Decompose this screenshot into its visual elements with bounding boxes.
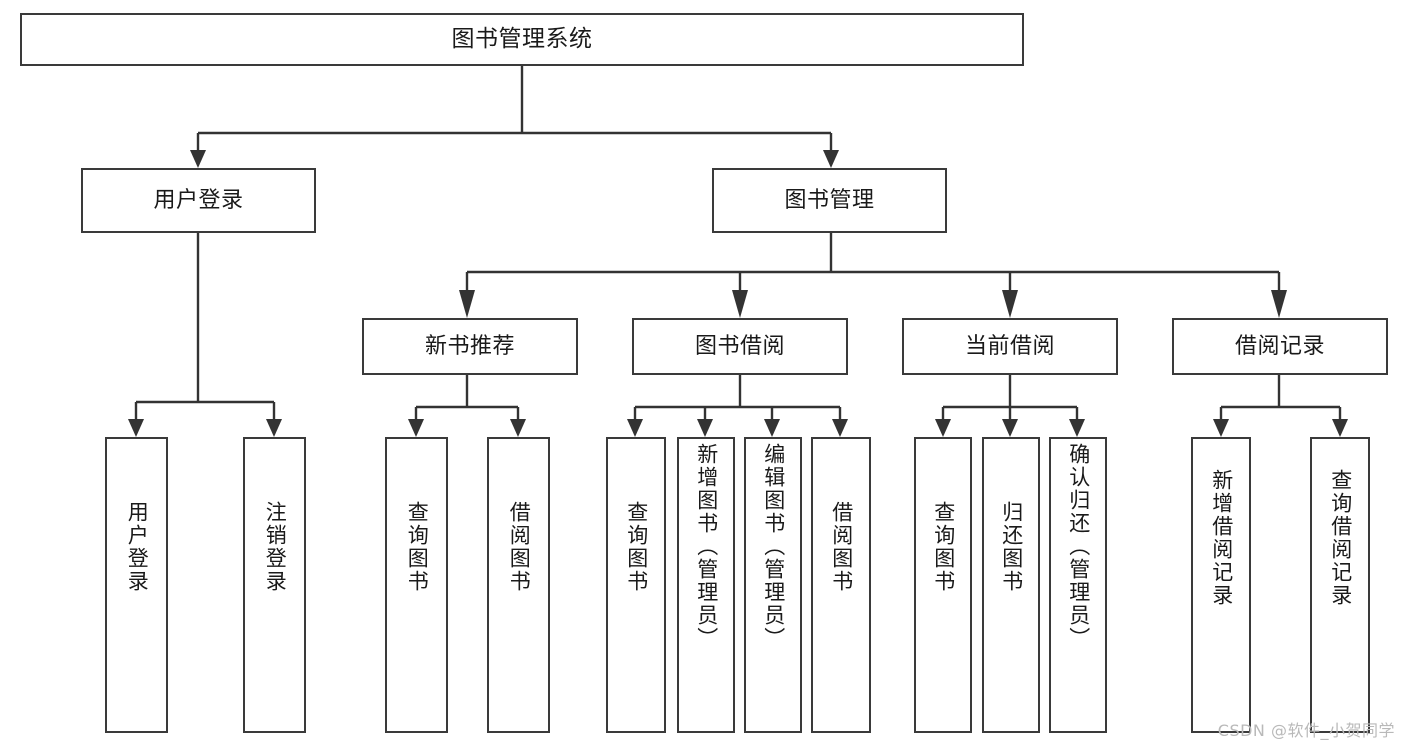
leaf-add-record[interactable]: 新增借阅记录 [1191, 437, 1251, 733]
node-label: 借阅记录 [1234, 333, 1325, 359]
arrow-leaf-edit-book [764, 419, 780, 437]
leaf-edit-book[interactable]: 编辑图书（管理员） [744, 437, 802, 733]
node-label: 查询图书 [405, 501, 430, 593]
leaf-query-book-1[interactable]: 查询图书 [385, 437, 448, 733]
node-label: 新书推荐 [424, 333, 515, 359]
arrow-leaf-logout [266, 419, 282, 437]
node-label: 用户登录 [153, 187, 244, 213]
arrow-leaf-return-book [1002, 419, 1018, 437]
leaf-logout[interactable]: 注销登录 [243, 437, 306, 733]
node-current-borrow[interactable]: 当前借阅 [902, 318, 1118, 375]
leaf-confirm-return[interactable]: 确认归还（管理员） [1049, 437, 1107, 733]
arrow-currentborrow [1002, 290, 1018, 318]
leaf-query-record[interactable]: 查询借阅记录 [1310, 437, 1370, 733]
watermark-text: CSDN @软件_小贺同学 [1217, 721, 1395, 740]
node-borrow-record[interactable]: 借阅记录 [1172, 318, 1388, 375]
node-label: 图书管理系统 [451, 25, 593, 52]
node-label: 当前借阅 [964, 333, 1055, 359]
node-label: 查询图书 [931, 501, 956, 593]
node-book-manage[interactable]: 图书管理 [712, 168, 947, 233]
node-label: 归还图书 [999, 501, 1024, 593]
node-label: 注销登录 [263, 501, 288, 593]
leaf-user-login[interactable]: 用户登录 [105, 437, 168, 733]
node-label: 用户登录 [125, 501, 150, 593]
leaf-query-book-3[interactable]: 查询图书 [914, 437, 972, 733]
node-label: 查询借阅记录 [1328, 469, 1353, 607]
node-root-system[interactable]: 图书管理系统 [20, 13, 1024, 66]
node-label: 借阅图书 [507, 501, 532, 593]
arrow-leaf-query-record [1332, 419, 1348, 437]
arrow-leaf-query-book-1 [408, 419, 424, 437]
node-user-login[interactable]: 用户登录 [81, 168, 316, 233]
arrow-leaf-user-login [128, 419, 144, 437]
leaf-query-book-2[interactable]: 查询图书 [606, 437, 666, 733]
node-label: 查询图书 [624, 501, 649, 593]
arrow-borrowrecord [1271, 290, 1287, 318]
node-label: 确认归还（管理员） [1066, 443, 1091, 650]
arrow-bookmanage [823, 150, 839, 168]
node-label: 编辑图书（管理员） [761, 443, 786, 650]
node-label: 借阅图书 [829, 501, 854, 593]
node-label: 图书管理 [784, 187, 875, 213]
node-label: 新增借阅记录 [1209, 469, 1234, 607]
leaf-add-book[interactable]: 新增图书（管理员） [677, 437, 735, 733]
node-label: 新增图书（管理员） [694, 443, 719, 650]
arrow-leaf-query-book-3 [935, 419, 951, 437]
leaf-borrow-book-1[interactable]: 借阅图书 [487, 437, 550, 733]
node-book-borrow[interactable]: 图书借阅 [632, 318, 848, 375]
arrow-leaf-query-book-2 [627, 419, 643, 437]
arrow-userlogin [190, 150, 206, 168]
leaf-borrow-book-2[interactable]: 借阅图书 [811, 437, 871, 733]
leaf-return-book[interactable]: 归还图书 [982, 437, 1040, 733]
arrow-leaf-add-book [697, 419, 713, 437]
arrow-bookborrow [732, 290, 748, 318]
arrow-leaf-confirm-return [1069, 419, 1085, 437]
arrow-leaf-borrow-book-2 [832, 419, 848, 437]
arrow-leaf-add-record [1213, 419, 1229, 437]
node-label: 图书借阅 [694, 333, 785, 359]
arrow-newbook [459, 290, 475, 318]
node-new-book-recommend[interactable]: 新书推荐 [362, 318, 578, 375]
arrow-leaf-borrow-book-1 [510, 419, 526, 437]
